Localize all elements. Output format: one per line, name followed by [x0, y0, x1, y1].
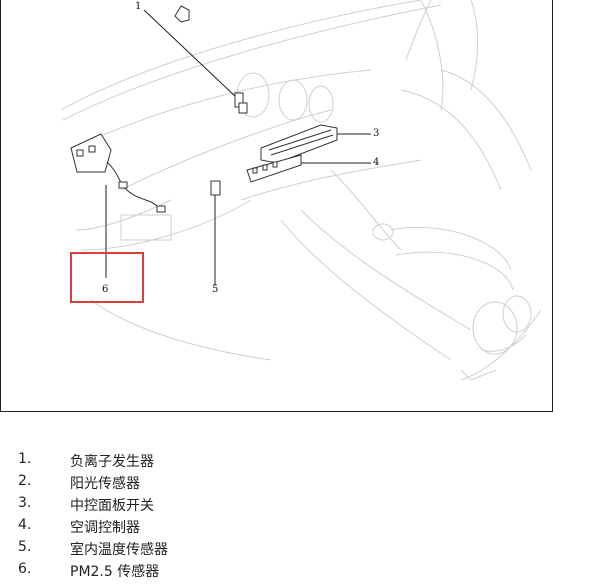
dashboard-outline-drawing: [60, 0, 542, 381]
legend-number: 3.: [18, 495, 32, 511]
legend-label: PM2.5 传感器: [70, 564, 160, 580]
callout-5: 5: [212, 284, 219, 295]
callout-1: 1: [135, 1, 142, 12]
legend-label: 室内温度传感器: [70, 542, 168, 558]
legend-number: 6.: [18, 561, 32, 577]
legend-label: 中控面板开关: [70, 498, 154, 514]
callout-4: 4: [373, 157, 380, 168]
legend-label: 空调控制器: [70, 520, 140, 536]
legend-label: 阳光传感器: [70, 476, 140, 492]
callout-3: 3: [373, 128, 380, 139]
legend-number: 2.: [18, 473, 32, 489]
legend-number: 5.: [18, 539, 32, 555]
legend-number: 4.: [18, 517, 32, 533]
legend-number: 1.: [18, 451, 32, 467]
legend-label: 负离子发生器: [70, 454, 154, 470]
callout-6: 6: [102, 284, 109, 295]
dashboard-diagram: 1 3 4 5 6: [0, 0, 553, 412]
pm25-highlight-box: [70, 252, 144, 303]
